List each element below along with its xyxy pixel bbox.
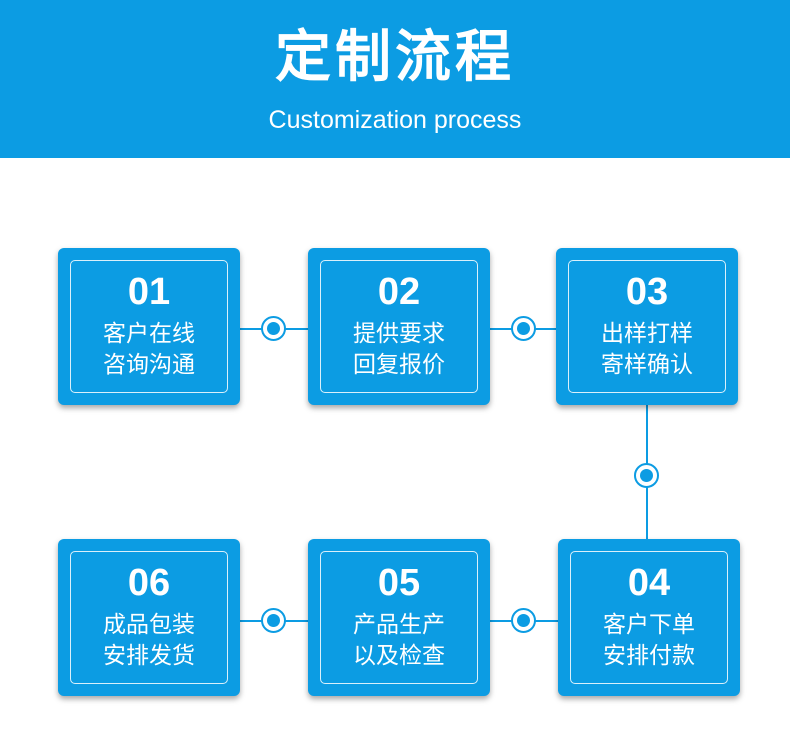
step-number: 01 — [127, 271, 171, 313]
step-text-line2: 以及检查 — [353, 643, 445, 669]
step-number: 02 — [377, 271, 421, 313]
step-card-frame: 01 客户在线 咨询沟通 — [70, 260, 228, 393]
step-text-line2: 回复报价 — [353, 352, 445, 378]
step-text-line1: 客户下单 — [603, 612, 695, 638]
step-card-frame: 04 客户下单 安排付款 — [570, 551, 728, 684]
step-text-line1: 客户在线 — [103, 321, 195, 347]
step-card-05: 05 产品生产 以及检查 — [308, 539, 490, 696]
step-card-frame: 02 提供要求 回复报价 — [320, 260, 478, 393]
step-number: 04 — [627, 562, 671, 604]
page-subtitle: Customization process — [268, 106, 522, 134]
step-text-line1: 成品包装 — [103, 612, 195, 638]
step-card-06: 06 成品包装 安排发货 — [58, 539, 240, 696]
connector-node-icon — [511, 316, 536, 341]
connector-node-icon — [261, 316, 286, 341]
step-card-01: 01 客户在线 咨询沟通 — [58, 248, 240, 405]
step-text-line1: 产品生产 — [353, 612, 445, 638]
step-card-04: 04 客户下单 安排付款 — [558, 539, 740, 696]
step-card-02: 02 提供要求 回复报价 — [308, 248, 490, 405]
step-card-frame: 06 成品包装 安排发货 — [70, 551, 228, 684]
step-text-line2: 安排付款 — [603, 643, 695, 669]
step-number: 05 — [377, 562, 421, 604]
step-text-line2: 咨询沟通 — [103, 352, 195, 378]
step-card-frame: 03 出样打样 寄样确认 — [568, 260, 726, 393]
step-card-03: 03 出样打样 寄样确认 — [556, 248, 738, 405]
header-banner: 定制流程 Customization process — [0, 0, 790, 158]
connector-node-icon — [261, 608, 286, 633]
step-number: 06 — [127, 562, 171, 604]
connector-node-icon — [634, 463, 659, 488]
connector-node-icon — [511, 608, 536, 633]
step-text-line1: 出样打样 — [601, 321, 693, 347]
step-text-line1: 提供要求 — [353, 321, 445, 347]
page-title: 定制流程 — [275, 25, 515, 90]
step-text-line2: 安排发货 — [103, 643, 195, 669]
step-text-line2: 寄样确认 — [601, 352, 693, 378]
step-number: 03 — [625, 271, 669, 313]
step-card-frame: 05 产品生产 以及检查 — [320, 551, 478, 684]
